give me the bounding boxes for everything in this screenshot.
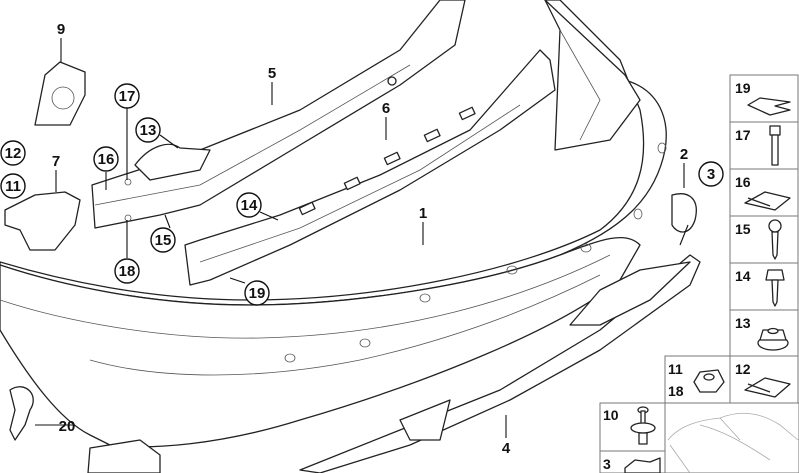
callout-14: 14 — [236, 192, 262, 218]
lower-trim[interactable] — [299, 254, 701, 473]
svg-text:17: 17 — [735, 127, 751, 143]
svg-text:14: 14 — [241, 197, 258, 214]
svg-text:19: 19 — [249, 285, 266, 302]
callout-16: 16 — [93, 146, 119, 172]
hardware-panel: 19 17 16 15 14 13 12 11 18 10 3 — [599, 74, 799, 473]
screw-icon — [768, 219, 782, 260]
svg-text:12: 12 — [735, 361, 751, 377]
svg-text:3: 3 — [707, 166, 715, 183]
svg-text:12: 12 — [5, 145, 22, 162]
expanding-rivet-icon — [630, 406, 656, 445]
hw-item-19[interactable]: 19 — [729, 74, 799, 123]
svg-text:19: 19 — [735, 80, 751, 96]
callout-4: 4 — [502, 440, 511, 457]
svg-text:13: 13 — [735, 315, 751, 331]
callout-19: 19 — [244, 280, 270, 306]
callout-1: 1 — [419, 205, 427, 222]
svg-text:17: 17 — [119, 88, 136, 105]
callout-17: 17 — [114, 83, 140, 109]
svg-text:15: 15 — [155, 232, 172, 249]
callout-5: 5 — [268, 65, 276, 82]
car-position-thumbnail — [664, 402, 799, 473]
sensor-holes — [284, 142, 667, 363]
callout-11: 11 — [0, 173, 26, 199]
svg-text:16: 16 — [735, 174, 751, 190]
hw-item-16[interactable]: 16 — [729, 168, 799, 217]
svg-text:13: 13 — [140, 122, 157, 139]
callout-6: 6 — [382, 100, 390, 117]
hw-item-12[interactable]: 12 — [729, 355, 799, 404]
callout-2: 2 — [680, 146, 688, 163]
hw-item-3[interactable]: 3 — [599, 450, 666, 473]
svg-text:16: 16 — [98, 151, 115, 168]
bolt-icon — [769, 125, 781, 166]
hex-nut-icon — [693, 369, 725, 393]
callout-18: 18 — [114, 258, 140, 284]
svg-text:3: 3 — [603, 456, 611, 472]
svg-text:18: 18 — [119, 263, 136, 280]
svg-text:18: 18 — [668, 383, 684, 399]
flange-nut-icon — [757, 327, 789, 351]
callout-13: 13 — [135, 117, 161, 143]
impact-absorber[interactable] — [184, 49, 556, 286]
callout-20: 20 — [59, 418, 76, 435]
hw-item-13[interactable]: 13 — [729, 309, 799, 357]
hw-item-11-18[interactable]: 11 18 — [664, 355, 731, 404]
screw-icon — [765, 269, 785, 307]
svg-text:15: 15 — [735, 221, 751, 237]
u-clip-icon — [747, 97, 791, 116]
part-20[interactable] — [9, 386, 34, 441]
gasket-9[interactable] — [34, 61, 86, 126]
hw-item-10[interactable]: 10 — [599, 402, 666, 452]
bracket-7[interactable] — [4, 191, 81, 251]
leader-lines — [35, 38, 685, 438]
hw-item-14[interactable]: 14 — [729, 262, 799, 311]
callout-3: 3 — [698, 161, 724, 187]
callout-12: 12 — [0, 140, 26, 166]
reflector-grille[interactable] — [87, 439, 161, 473]
tow-hook-cover[interactable] — [671, 193, 697, 233]
hw-item-17[interactable]: 17 — [729, 121, 799, 170]
bumper-cover[interactable] — [0, 0, 667, 448]
spring-nut-icon — [744, 191, 791, 211]
clip-icon — [624, 457, 661, 473]
svg-text:11: 11 — [668, 361, 683, 377]
spring-nut-icon — [744, 377, 791, 398]
hw-item-15[interactable]: 15 — [729, 215, 799, 264]
callout-9: 9 — [57, 21, 65, 38]
svg-text:10: 10 — [603, 407, 619, 423]
absorber-slots — [298, 106, 476, 216]
callout-15: 15 — [150, 227, 176, 253]
callout-7: 7 — [52, 153, 60, 170]
svg-text:14: 14 — [735, 268, 751, 284]
svg-text:11: 11 — [5, 178, 21, 195]
bumper-carrier[interactable] — [91, 0, 466, 229]
